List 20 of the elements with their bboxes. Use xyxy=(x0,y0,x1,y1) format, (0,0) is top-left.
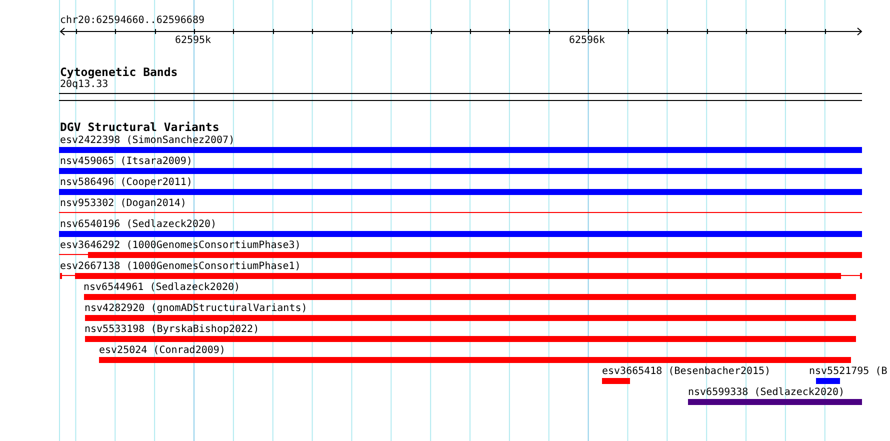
variant-label: nsv459065 (Itsara2009) xyxy=(60,156,192,168)
variant-label: nsv5533198 (ByrskaBishop2022) xyxy=(84,324,260,336)
variant-label: esv2667138 (1000GenomesConsortiumPhase1) xyxy=(60,260,301,272)
coordinate-label: chr20:62594660..62596689 xyxy=(60,14,204,26)
variant-label: nsv953302 (Dogan2014) xyxy=(60,198,186,210)
variant-label: nsv586496 (Cooper2011) xyxy=(60,176,192,188)
variant-label: esv3646292 (1000GenomesConsortiumPhase3) xyxy=(60,240,301,252)
track-title: DGV Structural Variants xyxy=(60,121,220,134)
variant-label: nsv6599338 (Sedlazeck2020) xyxy=(688,386,845,398)
track-title: Cytogenetic Bands xyxy=(60,66,178,80)
variant-label: nsv6540196 (Sedlazeck2020) xyxy=(60,218,217,230)
tick-label: 62596k xyxy=(568,35,606,47)
variant-label: nsv4282920 (gnomADStructuralVariants) xyxy=(84,302,308,314)
variant-label: esv2422398 (SimonSanchez2007) xyxy=(60,134,235,146)
tick-label: 62595k xyxy=(174,35,212,47)
variant-label: esv3665418 (Besenbacher2015) xyxy=(602,366,771,378)
variant-label: nsv6544961 (Sedlazeck2020) xyxy=(84,282,240,294)
band-label: 20q13.33 xyxy=(60,78,108,91)
variant-label: esv25024 (Conrad2009) xyxy=(99,344,226,356)
variant-label: nsv5521795 (B xyxy=(809,366,888,378)
